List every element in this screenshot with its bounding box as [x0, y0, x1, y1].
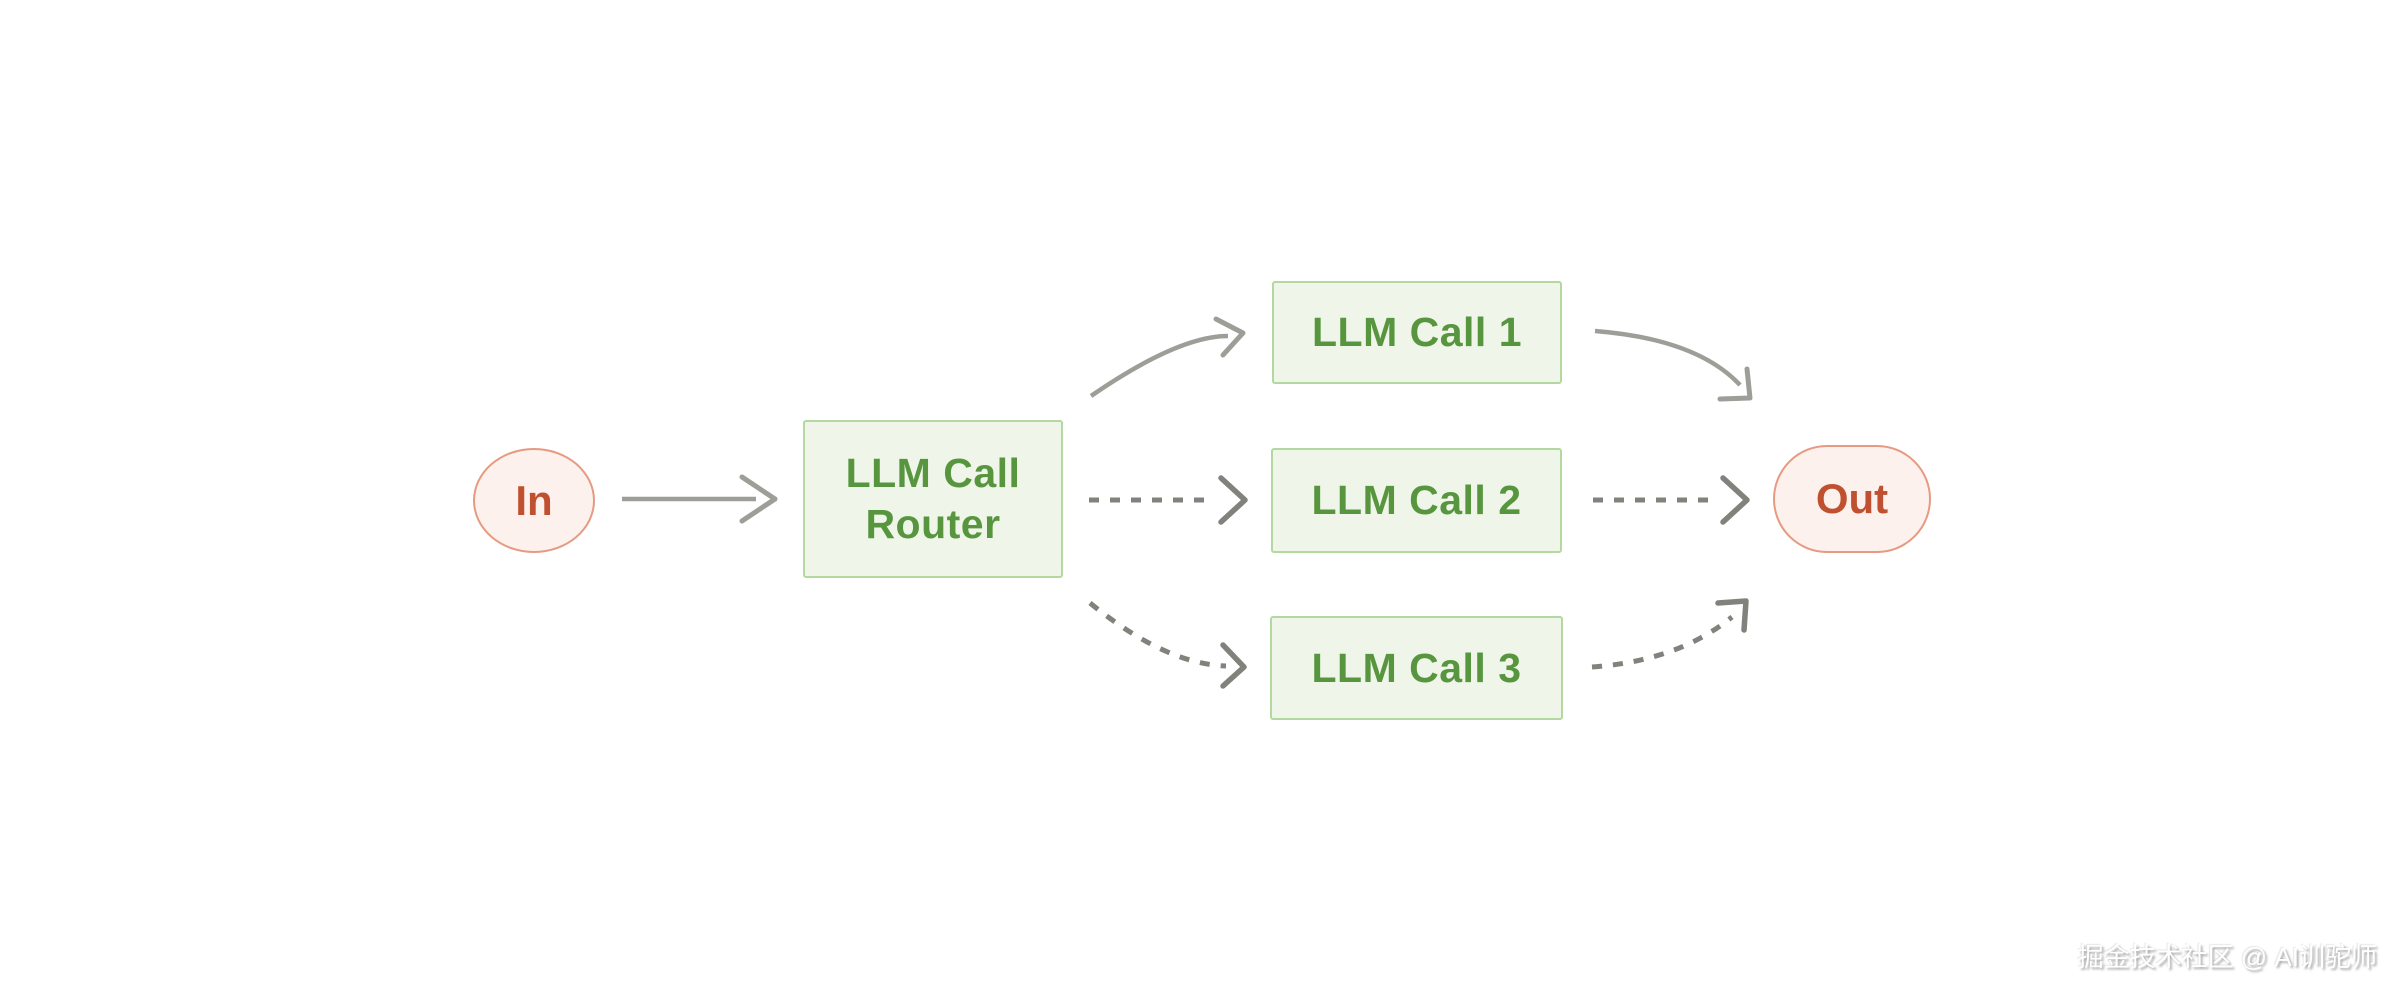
edge-router-call1	[1089, 316, 1246, 398]
node-llm-call-router-label: LLM Call Router	[845, 449, 1021, 547]
edge-call1-out	[1594, 328, 1753, 402]
node-out: Out	[1773, 445, 1931, 553]
node-llm-call-1: LLM Call 1	[1272, 281, 1562, 384]
node-in-label: In	[515, 476, 553, 524]
node-llm-call-router: LLM Call Router	[803, 420, 1063, 578]
edge-router-call3	[1088, 601, 1247, 689]
node-llm-call-3-label: LLM Call 3	[1311, 644, 1522, 691]
edge-call2-out	[1593, 475, 1750, 525]
node-llm-call-2-label: LLM Call 2	[1311, 477, 1522, 523]
edge-in-router	[622, 474, 778, 524]
node-llm-call-1-label: LLM Call 1	[1311, 309, 1523, 355]
watermark: 掘金技术社区 @ AI训驼师	[2077, 942, 2377, 972]
node-out-label: Out	[1815, 475, 1889, 522]
edge-router-call2	[1089, 475, 1248, 525]
node-in: In	[473, 448, 595, 553]
node-llm-call-3: LLM Call 3	[1270, 616, 1563, 720]
node-llm-call-2: LLM Call 2	[1271, 448, 1562, 553]
edge-call3-out	[1591, 598, 1749, 670]
